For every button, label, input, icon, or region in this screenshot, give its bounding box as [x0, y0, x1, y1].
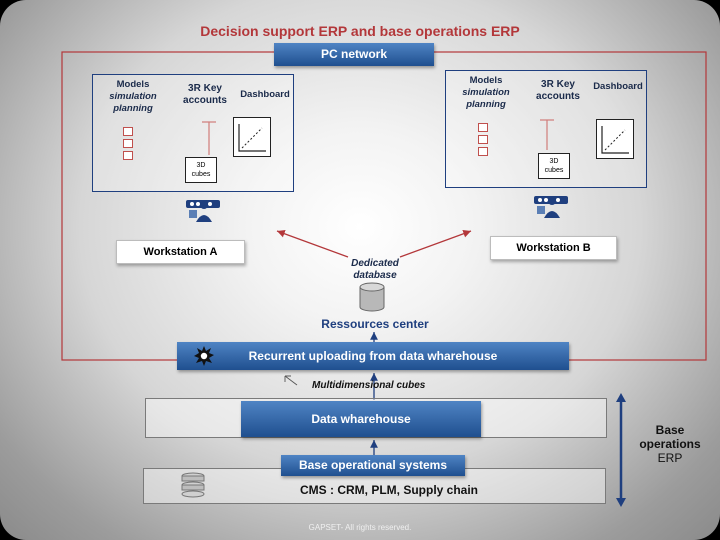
- recurrent-uploading-label: Recurrent uploading from data wharehouse: [248, 349, 498, 363]
- server-stack-icon: [181, 472, 205, 498]
- cube-label-1: 3D: [196, 162, 206, 169]
- key-accounts-label-1: 3R Key: [541, 79, 575, 90]
- base-operational-systems-bar: Base operational systems: [281, 455, 465, 476]
- dashboard-chart-icon: [596, 119, 634, 159]
- models-label: Models: [116, 79, 150, 90]
- dedicated-database-label-1: Dedicated: [351, 258, 399, 269]
- multidimensional-cubes-label: Multidimensional cubes: [312, 380, 426, 391]
- workstation-a-panel: Models simulation planning 3R Key accoun…: [92, 74, 294, 192]
- base-operations-line-1: Base: [655, 423, 685, 437]
- workstation-b-panel: Models simulation planning 3R Key accoun…: [445, 70, 647, 188]
- recurrent-uploading-bar: Recurrent uploading from data wharehouse: [177, 342, 569, 370]
- dedicated-database-label-2: database: [353, 270, 397, 281]
- resources-center-label: Ressources center: [321, 317, 429, 331]
- cube-label-2: cubes: [544, 167, 564, 174]
- models-sub-planning: planning: [466, 99, 506, 110]
- base-operations-line-2: operations: [639, 437, 701, 451]
- data-warehouse-bar: Data wharehouse: [241, 401, 481, 437]
- models-sub-simulation: simulation: [109, 91, 157, 102]
- models-sub-simulation: simulation: [462, 87, 510, 98]
- workstation-b-user-icon: [534, 196, 568, 218]
- cubes-arrow-icon: [284, 375, 298, 386]
- base-operations-line-3: ERP: [657, 451, 683, 465]
- gear-icon: [194, 346, 214, 366]
- cube-3d-icon: 3D cubes: [185, 157, 217, 183]
- model-block-icon: [478, 147, 488, 156]
- model-block-icon: [123, 127, 133, 136]
- key-accounts-label-2: accounts: [183, 95, 227, 106]
- model-block-icon: [478, 123, 488, 132]
- arrow-to-workstation-b: [399, 230, 472, 258]
- key-accounts-label-2: accounts: [536, 91, 580, 102]
- database-icon: [359, 282, 385, 312]
- model-block-icon: [123, 139, 133, 148]
- models-label: Models: [469, 75, 503, 86]
- workstation-b-label[interactable]: Workstation B: [490, 236, 617, 260]
- cube-label-1: 3D: [549, 158, 559, 165]
- workstation-a-user-icon: [186, 200, 220, 222]
- base-operations-erp-label: Base operations ERP: [630, 423, 710, 465]
- page-title: Decision support ERP and base operations…: [200, 23, 520, 39]
- model-block-icon: [478, 135, 488, 144]
- dashboard-chart-icon: [233, 117, 271, 157]
- arrow-to-workstation-a: [276, 230, 349, 258]
- key-accounts-label-1: 3R Key: [188, 83, 222, 94]
- cube-3d-icon: 3D cubes: [538, 153, 570, 179]
- cube-label-2: cubes: [191, 171, 211, 178]
- dashboard-label: Dashboard: [240, 89, 290, 100]
- pc-network-bar: PC network: [274, 43, 434, 66]
- model-block-icon: [123, 151, 133, 160]
- dashboard-label: Dashboard: [593, 81, 643, 92]
- cms-line-label: CMS : CRM, PLM, Supply chain: [300, 483, 479, 497]
- models-sub-planning: planning: [113, 103, 153, 114]
- footer-copyright: GAPSET- All rights reserved.: [308, 523, 412, 532]
- workstation-a-label[interactable]: Workstation A: [116, 240, 245, 264]
